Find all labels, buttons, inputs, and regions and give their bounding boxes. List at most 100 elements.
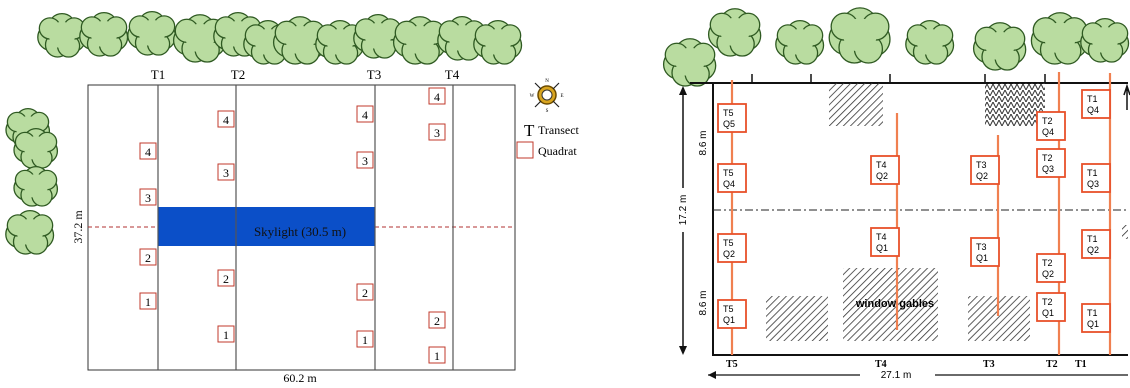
quadrat-t4-3: 3 <box>428 123 446 141</box>
left-width-label: 60.2 m <box>283 371 317 383</box>
svg-text:1: 1 <box>223 328 229 342</box>
svg-text:17.2 m: 17.2 m <box>678 195 689 226</box>
svg-text:4: 4 <box>362 108 368 122</box>
svg-text:3: 3 <box>223 166 229 180</box>
window-gables-label: window gables <box>855 298 934 310</box>
right-tree-canopy <box>662 7 1130 87</box>
right-quadrat-label: T2 <box>1042 116 1053 126</box>
quadrat-t4-4: 4 <box>428 87 446 105</box>
svg-text:2: 2 <box>223 272 229 286</box>
quadrat-t2-4: 4 <box>217 110 235 128</box>
right-quadrat-label: T1 <box>1087 234 1098 244</box>
right-quadrat-label: Q4 <box>723 179 735 189</box>
bottom-label-t4: T4 <box>875 359 887 370</box>
transect-label-t1: T1 <box>151 67 165 82</box>
legend-quadrat-swatch <box>516 141 534 159</box>
svg-text:4: 4 <box>434 90 440 104</box>
legend-transect-label: Transect <box>538 123 580 137</box>
bottom-label-t1: T1 <box>1075 359 1087 370</box>
right-quadrat-label: T2 <box>1042 153 1053 163</box>
left-tree-icon <box>392 16 447 65</box>
right-quadrat-label: Q4 <box>1042 127 1054 137</box>
hatch-top-left <box>829 83 883 126</box>
upper-section-label: 8.6 m <box>698 130 709 155</box>
quadrat-t1-1: 1 <box>139 292 157 310</box>
transect-label-t2: T2 <box>231 67 245 82</box>
right-quadrat-label: T2 <box>1042 297 1053 307</box>
svg-text:S: S <box>546 109 549 114</box>
right-quadrat-label: Q4 <box>1087 105 1099 115</box>
lower-section-label: 8.6 m <box>698 290 709 315</box>
right-quadrat-label: Q1 <box>723 315 735 325</box>
left-tree-icon <box>5 210 55 255</box>
legend-quadrat-label: Quadrat <box>538 144 577 158</box>
right-quadrat-label: T4 <box>876 160 887 170</box>
right-quadrat-label: Q1 <box>1042 308 1054 318</box>
left-legend: T Transect Quadrat <box>516 121 580 159</box>
bottom-label-t2: T2 <box>1046 359 1058 370</box>
quadrat-t1-4: 4 <box>139 142 157 160</box>
left-tree-icon <box>437 16 487 61</box>
skylight-label: Skylight (30.5 m) <box>254 224 346 239</box>
quadrat-t2-3: 3 <box>217 163 235 181</box>
right-quadrat-label: T2 <box>1042 258 1053 268</box>
right-quadrats: T5Q5T5Q4T5Q2T5Q1T4Q2T4Q1T3Q2T3Q1T2Q4T2Q3… <box>717 89 1111 333</box>
left-tree-icon <box>13 127 59 169</box>
right-tree-icon <box>775 20 825 65</box>
right-tree-icon <box>828 7 891 64</box>
quadrat-t1-2: 2 <box>139 248 157 266</box>
left-panel: Skylight (30.5 m) T1 T2 T3 T4 4 3 2 1 4 … <box>5 11 580 385</box>
svg-text:4: 4 <box>223 113 229 127</box>
svg-text:1: 1 <box>434 349 440 363</box>
quadrat-t3-2: 2 <box>356 283 374 301</box>
svg-text:27.1 m: 27.1 m <box>881 370 912 381</box>
svg-text:W: W <box>530 94 535 99</box>
svg-text:2: 2 <box>434 314 440 328</box>
left-tree-icon <box>37 13 87 58</box>
hatch-window-gables <box>843 268 938 341</box>
right-width-dimension: 27.1 m <box>708 370 1128 381</box>
right-quadrat-label: T3 <box>976 242 987 252</box>
svg-text:E: E <box>560 94 563 99</box>
right-quadrat-label: Q1 <box>1087 319 1099 329</box>
right-quadrat-label: Q1 <box>876 243 888 253</box>
left-height-label: 37.2 m <box>71 210 85 244</box>
right-quadrat-label: Q5 <box>723 119 735 129</box>
right-quadrat-label: Q2 <box>876 171 888 181</box>
right-quadrat-label: Q1 <box>976 253 988 263</box>
quadrat-t3-1: 1 <box>356 330 374 348</box>
skylight-rect <box>158 207 375 246</box>
right-quadrat-label: Q2 <box>723 249 735 259</box>
svg-text:3: 3 <box>362 154 368 168</box>
svg-text:4: 4 <box>145 145 151 159</box>
svg-text:2: 2 <box>362 286 368 300</box>
quadrat-t2-2: 2 <box>217 269 235 287</box>
svg-text:1: 1 <box>145 295 151 309</box>
hatch-edge <box>1122 225 1128 239</box>
quadrat-t4-1: 1 <box>428 346 446 364</box>
right-tree-icon <box>905 20 955 65</box>
quadrat-t3-3: 3 <box>356 151 374 169</box>
right-quadrat-label: T5 <box>723 304 734 314</box>
hatch-bottom-1 <box>766 296 828 341</box>
left-tree-icon <box>13 165 59 207</box>
bottom-label-t5: T5 <box>726 359 738 370</box>
right-quadrat-label: Q2 <box>1042 269 1054 279</box>
transect-label-t3: T3 <box>367 67 381 82</box>
right-quadrat-label: T1 <box>1087 168 1098 178</box>
